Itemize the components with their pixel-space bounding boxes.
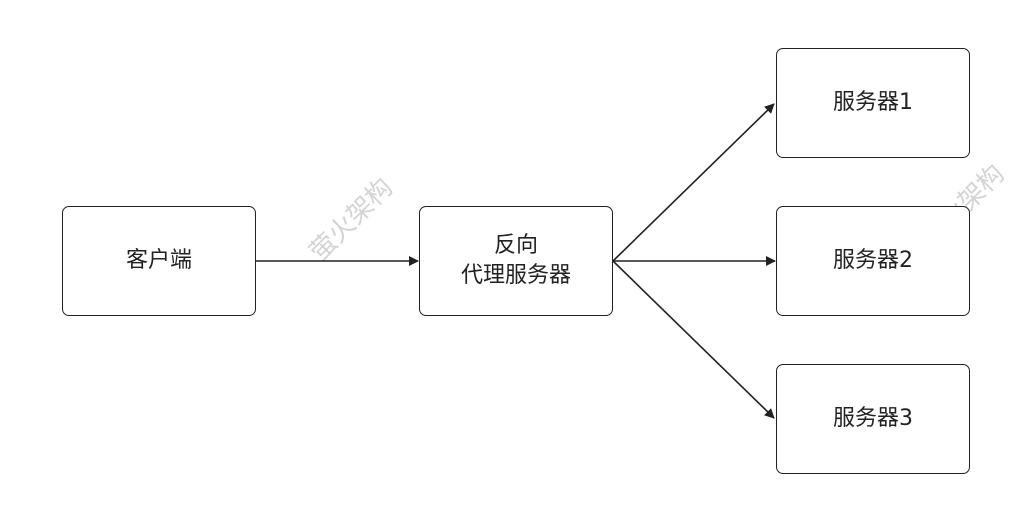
- edge-proxy-to-server1: [612, 103, 775, 262]
- proxy-label-line1: 反向: [493, 233, 538, 258]
- server2-label: 服务器2: [833, 248, 913, 273]
- client-label: 客户端: [125, 248, 192, 273]
- server2-node: 服务器2: [776, 206, 970, 316]
- server1-label: 服务器1: [833, 90, 913, 115]
- server3-node: 服务器3: [776, 364, 970, 474]
- proxy-label-line2: 代理服务器: [460, 263, 571, 288]
- client-node: 客户端: [62, 206, 256, 316]
- reverse-proxy-node: 反向 代理服务器: [419, 206, 613, 316]
- server3-label: 服务器3: [833, 406, 913, 431]
- edge-proxy-to-server3: [612, 260, 775, 419]
- server1-node: 服务器1: [776, 48, 970, 158]
